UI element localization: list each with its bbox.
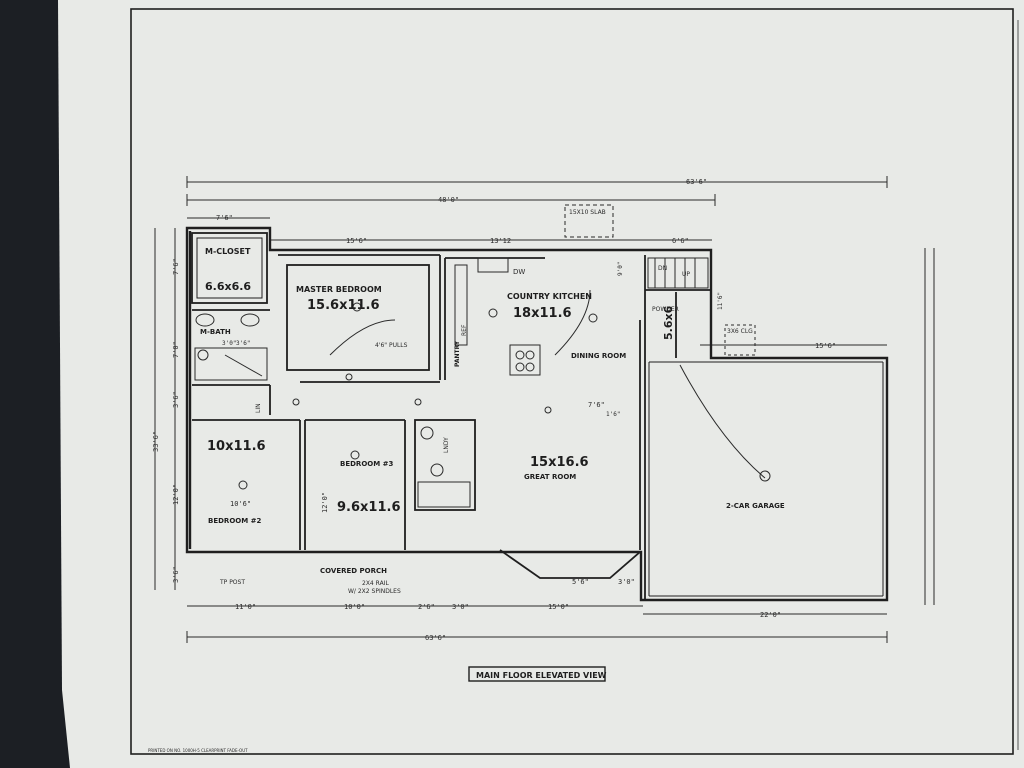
label-powder: POWDER xyxy=(652,306,679,313)
label-covered-porch: COVERED PORCH xyxy=(320,567,387,575)
dim-gr-7-6: 7'6" xyxy=(588,401,605,409)
label-bedroom3-size: 9.6x11.6 xyxy=(337,500,401,515)
title-block-frame xyxy=(468,666,606,682)
label-dw: DW xyxy=(513,268,525,276)
dim-left-12: 12'0" xyxy=(172,484,180,505)
light-symbols xyxy=(238,302,771,490)
label-ref-note: 4'6" PULLS xyxy=(375,342,408,349)
dim-bottom-11: 11'0" xyxy=(235,603,256,611)
dim-bottom-3: 3'0" xyxy=(452,603,469,611)
label-country-kitchen: COUNTRY KITCHEN xyxy=(507,292,592,301)
label-pantry: PANTRY xyxy=(454,340,461,367)
dim-bay-3-0: 3'0" xyxy=(618,578,635,586)
dim-stair-w: 6'6" xyxy=(672,237,689,245)
label-dn: DN xyxy=(658,265,667,272)
dim-left-7-0: 7'0" xyxy=(172,341,180,358)
dim-left-3-6b: 3'6" xyxy=(172,566,180,583)
label-country-kitchen-size: 18x11.6 xyxy=(513,306,572,321)
exterior-walls xyxy=(185,226,889,602)
label-garage-side: 5.6x6 xyxy=(662,305,675,340)
dim-garage-15-6: 15'6" xyxy=(815,342,836,350)
dim-v-9-0: 9'0" xyxy=(617,262,624,276)
dim-overall-top: 63'6" xyxy=(686,178,707,186)
label-bedroom3: BEDROOM #3 xyxy=(340,460,393,468)
dim-kitchen-w: 13'12 xyxy=(490,237,511,245)
dim-b2-w: 10'6" xyxy=(230,500,251,508)
label-master-closet: M-CLOSET xyxy=(205,247,251,256)
drawing-border xyxy=(130,8,1014,755)
title-block: MAIN FLOOR ELEVATED VIEW xyxy=(476,671,607,680)
dim-overall-bottom: 63'6" xyxy=(425,634,446,642)
dim-bottom-22: 22'0" xyxy=(760,611,781,619)
dim-upper-48: 48'0" xyxy=(438,196,459,204)
dim-b3-h: 12'0" xyxy=(321,492,329,513)
label-master-bath: M-BATH xyxy=(200,328,231,336)
label-slab2: 3X6 CLG xyxy=(727,328,753,335)
label-rail-note-2: W/ 2X2 SPINDLES xyxy=(348,588,401,595)
dim-left-7-6: 7'6" xyxy=(172,258,180,275)
dim-m-bath-3b: 3'6" xyxy=(236,340,250,347)
dimension-lines xyxy=(154,176,935,643)
label-master-bedroom-size: 15.6x11.6 xyxy=(307,298,380,313)
dim-left-33: 33'6" xyxy=(152,431,160,452)
label-slab: 15X10 SLAB xyxy=(569,209,606,216)
label-garage: 2-CAR GARAGE xyxy=(726,502,785,510)
label-ref: REF xyxy=(461,324,468,336)
label-bedroom2-size: 10x11.6 xyxy=(207,439,266,454)
label-great-room-size: 15x16.6 xyxy=(530,455,589,470)
dim-closet-w: 7'6" xyxy=(216,214,233,222)
label-dining-room: DINING ROOM xyxy=(571,352,626,360)
label-master-closet-size: 6.6x6.6 xyxy=(205,280,251,293)
label-laundry: LNDY xyxy=(443,437,450,453)
dim-bay-5-6: 5'6" xyxy=(572,578,589,586)
dim-v-11-6: 11'6" xyxy=(717,292,724,310)
label-linen: LIN xyxy=(255,403,262,413)
label-bedroom2: BEDROOM #2 xyxy=(208,517,261,525)
dim-left-3-6: 3'6" xyxy=(172,391,180,408)
footer-note: PRINTED ON NO. 1000H-5 CLEARPRINT FADE-O… xyxy=(148,748,248,753)
fixtures xyxy=(194,204,766,508)
label-rail-note-1: 2X4 RAIL xyxy=(362,580,389,587)
dim-master-w: 15'6" xyxy=(346,237,367,245)
paper xyxy=(58,0,1024,768)
dim-m-bath-3: 3'0" xyxy=(222,340,236,347)
dim-bottom-15: 15'0" xyxy=(548,603,569,611)
dim-v-1-6: 1'6" xyxy=(606,411,620,418)
dim-bottom-2-6: 2'6" xyxy=(418,603,435,611)
interior-walls xyxy=(191,232,884,600)
dimension-labels: 63'6" 48'0" 7'6" 15'6" 13'12 6'6" 7'6" 7… xyxy=(152,178,836,642)
label-up: UP xyxy=(682,271,690,278)
dim-bottom-10: 10'0" xyxy=(344,603,365,611)
label-master-bedroom: MASTER BEDROOM xyxy=(296,285,382,294)
label-tp-post: TP POST xyxy=(219,579,245,586)
label-great-room: GREAT ROOM xyxy=(524,473,576,481)
